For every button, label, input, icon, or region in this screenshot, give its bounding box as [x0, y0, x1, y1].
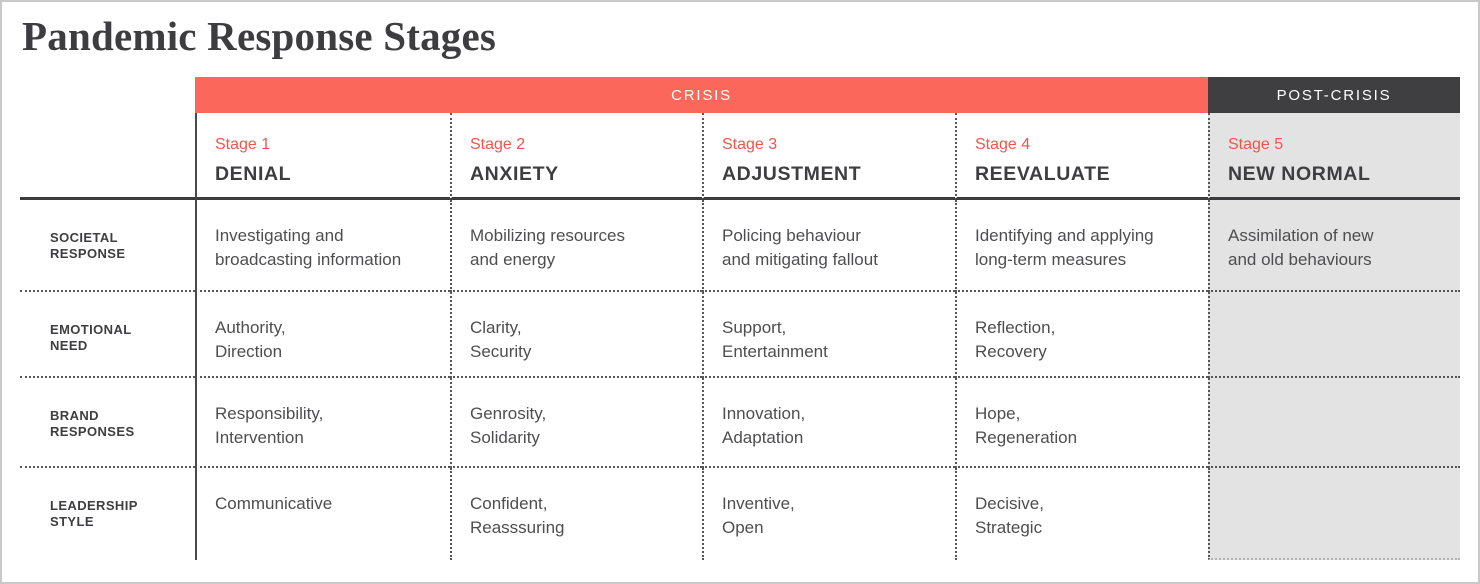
cell-brand-stage1: Responsibility, Intervention — [195, 378, 450, 468]
cell-emotional-stage1: Authority, Direction — [195, 292, 450, 378]
cell-leadership-stage3: Inventive, Open — [702, 468, 955, 560]
row-label-societal-response: SOCIETAL RESPONSE — [20, 200, 195, 292]
stage4-name: REEVALUATE — [975, 163, 1111, 185]
page-title: Pandemic Response Stages — [22, 13, 497, 59]
phase-bar-spacer — [20, 77, 195, 113]
stage5-label: Stage 5 — [1228, 136, 1284, 153]
cell-emotional-stage2: Clarity, Security — [450, 292, 702, 378]
stage-header-denial: Stage 1 DENIAL — [195, 113, 450, 200]
stages-table: CRISIS POST-CRISIS Stage 1 DENIAL Stage … — [20, 77, 1460, 560]
row-label-brand-responses: BRAND RESPONSES — [20, 378, 195, 468]
stage1-label: Stage 1 — [215, 136, 271, 153]
stage-header-anxiety: Stage 2 ANXIETY — [450, 113, 702, 200]
row-label-emotional-need: EMOTIONAL NEED — [20, 292, 195, 378]
cell-leadership-stage1: Communicative — [195, 468, 450, 560]
cell-societal-stage5: Assimilation of new and old behaviours — [1208, 200, 1460, 292]
cell-societal-stage4: Identifying and applying long-term measu… — [955, 200, 1208, 292]
cell-brand-stage4: Hope, Regeneration — [955, 378, 1208, 468]
cell-brand-stage5 — [1208, 378, 1460, 468]
stage-header-new-normal: Stage 5 NEW NORMAL — [1208, 113, 1460, 200]
stage2-label: Stage 2 — [470, 136, 526, 153]
stage2-name: ANXIETY — [470, 163, 559, 185]
cell-emotional-stage5 — [1208, 292, 1460, 378]
stage4-label: Stage 4 — [975, 136, 1031, 153]
stage3-label: Stage 3 — [722, 136, 778, 153]
cell-brand-stage3: Innovation, Adaptation — [702, 378, 955, 468]
row-label-leadership-style: LEADERSHIP STYLE — [50, 498, 138, 529]
cell-emotional-stage3: Support, Entertainment — [702, 292, 955, 378]
cell-societal-stage1: Investigating and broadcasting informati… — [195, 200, 450, 292]
post-crisis-phase-bar: POST-CRISIS — [1208, 77, 1460, 113]
crisis-phase-label: CRISIS — [671, 86, 732, 104]
crisis-phase-bar: CRISIS — [195, 77, 1208, 113]
cell-brand-stage2: Genrosity, Solidarity — [450, 378, 702, 468]
cell-leadership-stage4: Decisive, Strategic — [955, 468, 1208, 560]
cell-leadership-stage2: Confident, Reasssuring — [450, 468, 702, 560]
stage-header-adjustment: Stage 3 ADJUSTMENT — [702, 113, 955, 200]
stage1-name: DENIAL — [215, 163, 292, 185]
stage3-name: ADJUSTMENT — [722, 163, 862, 185]
stage-header-reevaluate: Stage 4 REEVALUATE — [955, 113, 1208, 200]
cell-societal-stage2: Mobilizing resources and energy — [450, 200, 702, 292]
stage5-name: NEW NORMAL — [1228, 163, 1371, 185]
cell-leadership-stage5 — [1208, 468, 1460, 560]
cell-societal-stage3: Policing behaviour and mitigating fallou… — [702, 200, 955, 292]
stage-header-spacer — [20, 113, 195, 200]
post-crisis-phase-label: POST-CRISIS — [1276, 86, 1392, 104]
cell-emotional-stage4: Reflection, Recovery — [955, 292, 1208, 378]
